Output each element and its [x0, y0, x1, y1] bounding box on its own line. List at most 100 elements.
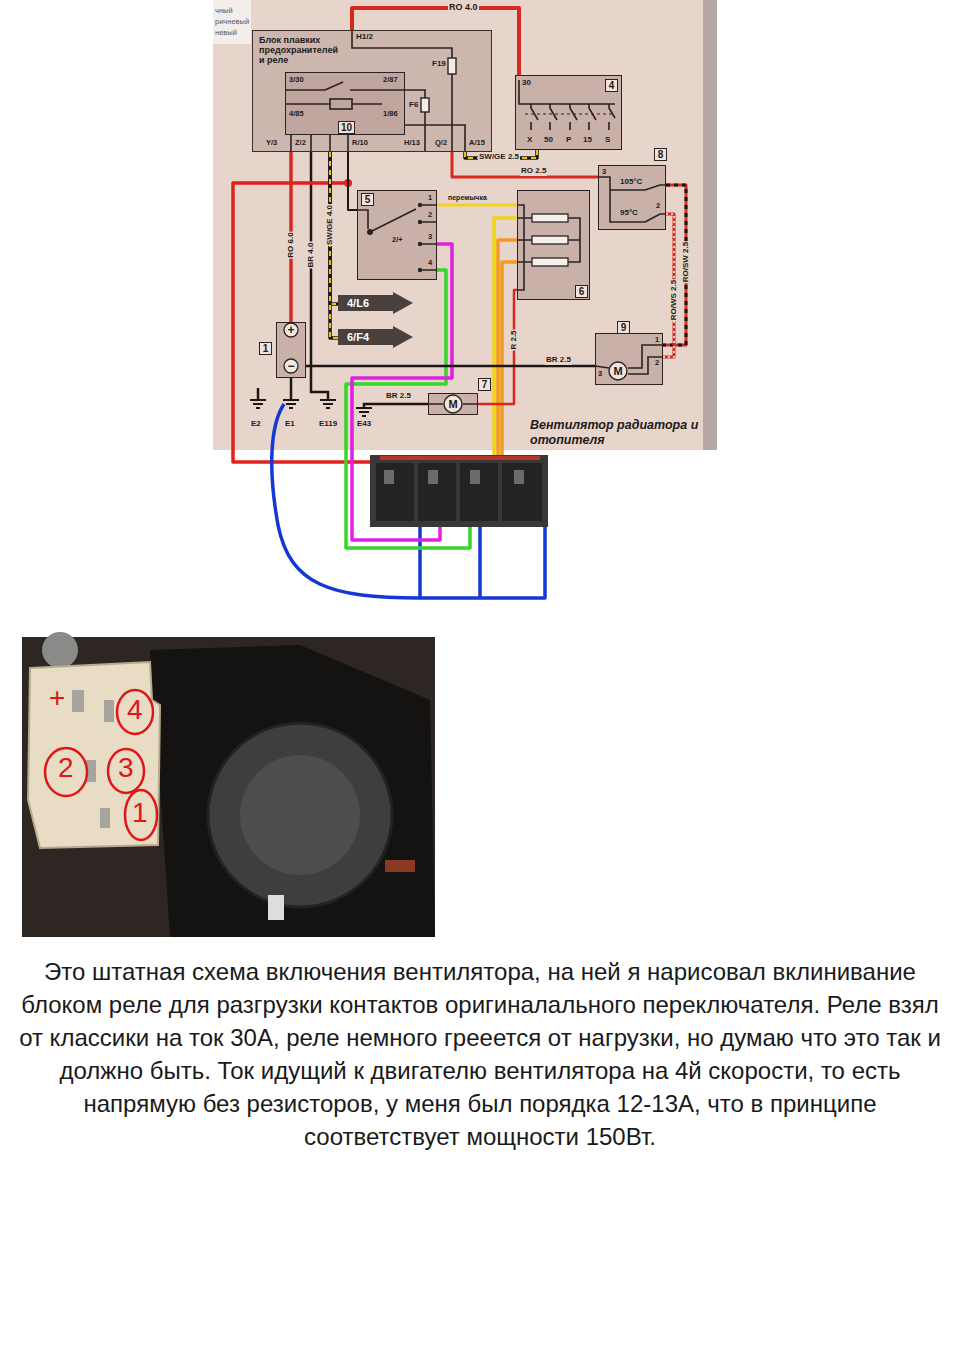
wire-label: SW/GE 2.5 — [478, 153, 520, 162]
fan-switch-fill — [357, 190, 437, 280]
battery: 1+− — [276, 322, 306, 378]
battery-fill — [276, 322, 306, 378]
relay-photo-unit — [418, 463, 456, 521]
motor-circle — [609, 362, 627, 380]
connector-plug — [28, 662, 160, 848]
wire — [452, 152, 598, 177]
relay-coil — [330, 99, 352, 109]
arrow-shape — [338, 292, 413, 314]
thermo-contacts — [598, 177, 666, 222]
terminal-name: 30 — [522, 79, 531, 88]
terminal-name: P — [566, 136, 571, 145]
relay-photo-unit — [460, 463, 498, 521]
fuse-name: F6 — [409, 101, 418, 110]
ground-wire — [290, 378, 293, 400]
fan-motor — [208, 723, 392, 907]
wire-group — [437, 205, 517, 206]
motor-letter: M — [443, 394, 463, 414]
motor-circle — [444, 395, 462, 413]
terminal-name: S — [605, 136, 610, 145]
wire — [348, 152, 357, 210]
terminal-sign: + — [284, 323, 298, 337]
red-circle-mark — [125, 790, 157, 840]
resistor-block-fill — [517, 190, 590, 300]
wire-group — [306, 365, 595, 366]
wire-group — [348, 152, 357, 210]
connector-pin — [72, 690, 84, 712]
pin-name: Q/2 — [435, 139, 447, 147]
callout-number: 7 — [478, 378, 491, 391]
wire-label: BR 2.5 — [385, 392, 412, 401]
ground-name: E1 — [285, 420, 295, 429]
temperature-label: 105°C — [620, 178, 642, 187]
relay-photo-unit — [502, 463, 542, 521]
pin-name: 2 — [656, 202, 660, 210]
wire — [352, 8, 519, 75]
pin-name: 1 — [428, 194, 432, 202]
pin-name: 2 — [428, 211, 432, 219]
added-wire — [352, 244, 452, 540]
relay-photo-detail — [384, 470, 394, 484]
motor-wires — [595, 345, 663, 374]
resistor-block: 6 — [517, 190, 590, 300]
ground-wire — [257, 388, 260, 400]
motor-fill — [595, 333, 663, 385]
mechanical-link — [525, 114, 615, 115]
switch-contact — [418, 268, 422, 272]
fan-housing — [150, 645, 435, 937]
pin-name: 1 — [655, 336, 659, 344]
ignition-bus — [519, 80, 615, 104]
wire — [306, 365, 595, 368]
wire-group — [452, 152, 598, 177]
wire-label: RO 2.5 — [520, 167, 547, 176]
radiator-fan-motor: M9 — [595, 333, 663, 385]
pin-mark: 4 — [127, 695, 143, 726]
added-wire — [272, 404, 545, 598]
wire-label: RO 6.0 — [287, 231, 296, 258]
switch-pivot — [367, 229, 373, 235]
terminal-name: X — [527, 136, 532, 145]
terminal-name: 15 — [583, 136, 592, 145]
pin-name: Z/2 — [295, 139, 306, 147]
relay-contact — [285, 82, 343, 104]
callout-number: 8 — [654, 148, 667, 161]
pin-name: 3/30 — [289, 76, 304, 84]
fuse-symbol — [421, 98, 429, 112]
pin-name: 3 — [602, 168, 606, 176]
terminal-name: 50 — [544, 136, 553, 145]
block-heading: Блок плавких предохранителей и реле — [259, 36, 343, 66]
relay-photo-detail — [470, 470, 480, 484]
legend-fragment: невый — [215, 29, 237, 37]
scan-margin — [213, 0, 251, 44]
connector-arrow: 4/L6 — [338, 292, 413, 316]
connector-pin — [104, 700, 114, 722]
pin-name: 2/87 — [383, 76, 398, 84]
callout-number: 6 — [575, 285, 588, 298]
switch-contact — [418, 220, 422, 224]
ground-name: E2 — [251, 420, 261, 429]
pin-name: 2/+ — [392, 236, 403, 244]
pin-name: 3 — [598, 370, 602, 378]
connector-pin — [100, 808, 110, 828]
fuse-block-fill — [252, 30, 492, 152]
screw — [42, 632, 78, 668]
motor-letter: M — [608, 361, 628, 381]
temperature-label: 95°C — [620, 209, 638, 218]
connector-arrow: 6/F4 — [338, 326, 413, 350]
pin-mark: 1 — [132, 798, 148, 829]
pin-name: H/13 — [404, 139, 420, 147]
motor-symbol: M — [608, 361, 630, 383]
relay-fill — [285, 72, 405, 135]
pin-name: H1/2 — [356, 33, 373, 42]
pin-name: 4/85 — [289, 110, 304, 118]
fuse-name: F19 — [432, 60, 446, 69]
pin-name: R/10 — [352, 139, 368, 147]
arrow-shape — [338, 326, 413, 348]
ground-wire — [364, 404, 428, 408]
pin-name: 2 — [655, 359, 659, 367]
callout-number: 5 — [361, 193, 374, 206]
wire-strip — [385, 860, 415, 872]
ground-wire — [311, 152, 328, 400]
